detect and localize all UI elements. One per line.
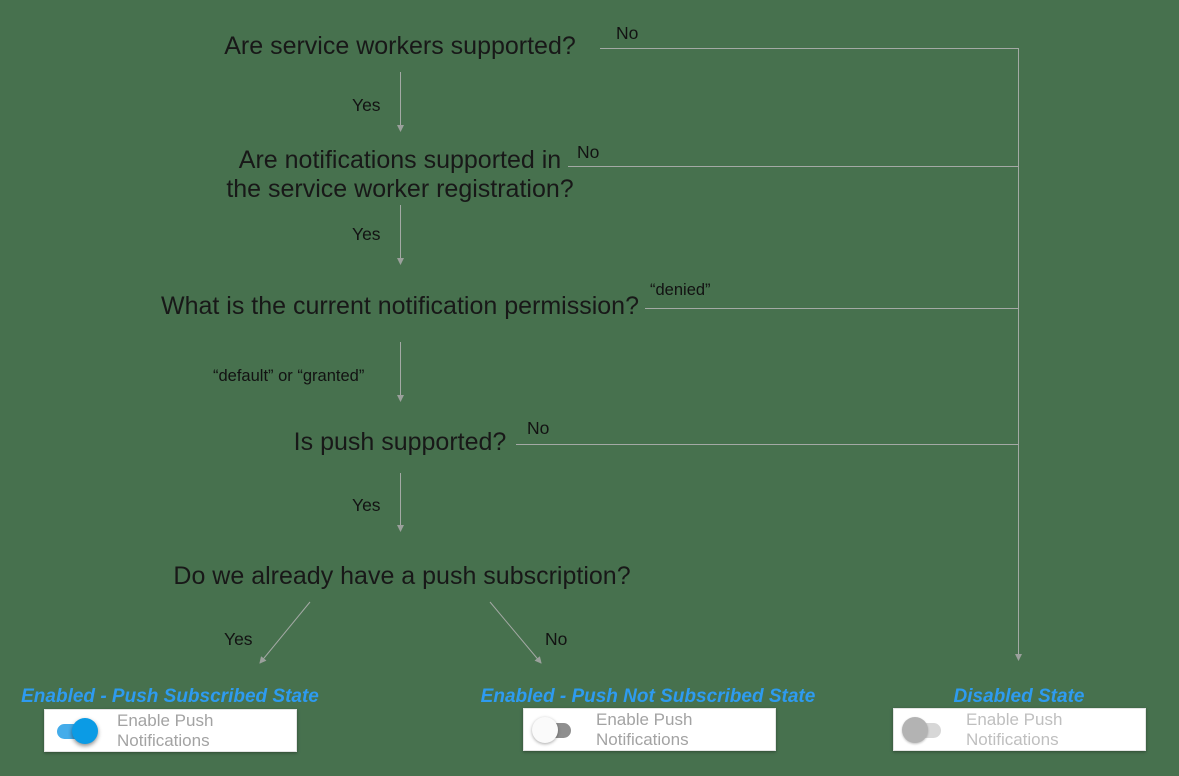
label-q1-yes: Yes <box>352 95 381 115</box>
enable-push-label: Enable Push Notifications <box>596 709 693 749</box>
card-push-subscribed: Enable Push Notifications <box>44 709 297 752</box>
question-notifications-line1: Are notifications supported in <box>238 146 562 174</box>
label-q4-yes: Yes <box>352 495 381 515</box>
push-toggle-on[interactable] <box>55 717 98 744</box>
enable-push-label: Enable Push Notifications <box>966 709 1063 749</box>
toggle-knob <box>72 717 98 744</box>
edge-q1-no-to-disabled <box>600 48 1022 662</box>
label-q5-yes: Yes <box>224 629 253 649</box>
question-notification-permission: What is the current notification permiss… <box>161 292 639 320</box>
edge-q5-yes-diagonal <box>259 601 311 664</box>
push-toggle-off[interactable] <box>532 716 574 743</box>
question-push-subscription: Do we already have a push subscription? <box>173 562 631 590</box>
label-q2-no: No <box>577 142 600 162</box>
toggle-knob <box>902 716 928 743</box>
card-disabled-state: Enable Push Notifications <box>893 708 1146 751</box>
label-q4-no: No <box>527 418 550 438</box>
label-q3-denied: “denied” <box>650 281 711 299</box>
edge-q5-no-diagonal <box>489 601 542 664</box>
question-notifications-line2: the service worker registration? <box>226 175 574 203</box>
label-q2-yes: Yes <box>352 224 381 244</box>
label-q1-no: No <box>616 23 639 43</box>
card-push-not-subscribed: Enable Push Notifications <box>523 708 776 751</box>
state-title-push-subscribed: Enabled - Push Subscribed State <box>21 686 319 707</box>
toggle-knob <box>532 716 558 743</box>
question-notifications-supported: Are notifications supported in the servi… <box>226 146 573 204</box>
state-title-push-not-subscribed: Enabled - Push Not Subscribed State <box>480 686 816 707</box>
question-push-supported: Is push supported? <box>293 428 507 456</box>
label-q3-default-or-granted: “default” or “granted” <box>213 367 365 385</box>
label-q5-no: No <box>545 629 568 649</box>
push-toggle-disabled <box>902 716 944 743</box>
enable-push-label: Enable Push Notifications <box>117 710 214 750</box>
question-service-workers: Are service workers supported? <box>224 32 576 60</box>
state-title-disabled: Disabled State <box>953 686 1085 707</box>
